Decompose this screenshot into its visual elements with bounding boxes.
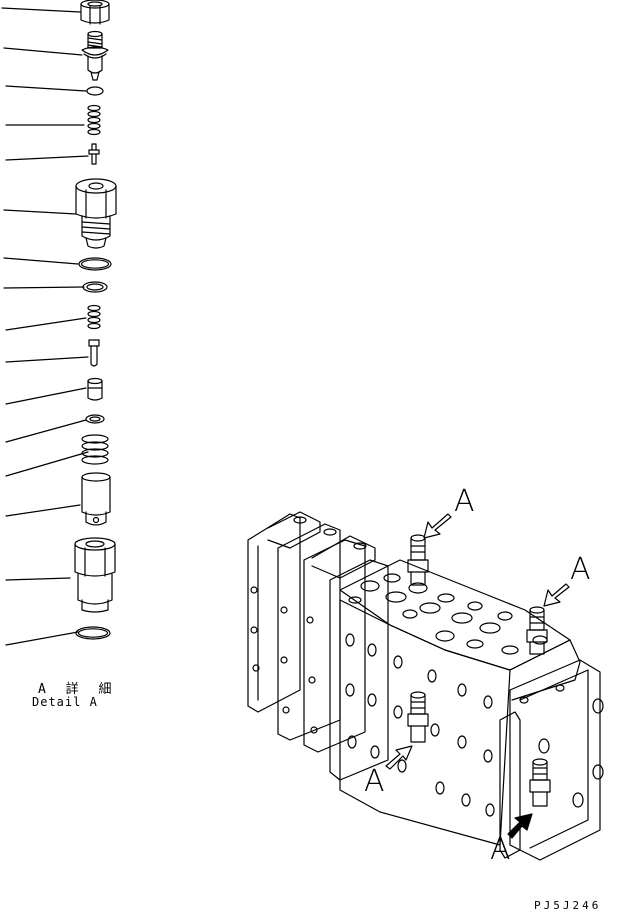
drawing-code: PJ5J246 bbox=[534, 899, 602, 912]
part-pin bbox=[88, 339, 100, 367]
part-large-spring bbox=[81, 434, 109, 465]
arrow-icon bbox=[507, 813, 533, 839]
part-o-ring-large bbox=[78, 257, 112, 271]
cover-bosses bbox=[519, 684, 604, 808]
plate-holes bbox=[250, 516, 367, 734]
view-marker-a-top-center: A bbox=[454, 484, 475, 519]
part-small-o-ring bbox=[86, 86, 104, 96]
leader-lines bbox=[1, 7, 89, 646]
part-backup-ring bbox=[82, 281, 108, 293]
part-small-spring bbox=[87, 104, 101, 136]
top-ports bbox=[348, 573, 548, 655]
part-spring bbox=[87, 304, 101, 330]
front-ports bbox=[345, 633, 495, 817]
part-o-ring-bottom bbox=[75, 626, 111, 640]
arrow-icon bbox=[543, 583, 570, 607]
view-marker-a-front: A bbox=[364, 764, 385, 799]
arrow-icon bbox=[385, 745, 413, 770]
arrow-icon bbox=[423, 513, 452, 539]
view-arrows bbox=[385, 513, 570, 839]
part-washer bbox=[85, 414, 105, 424]
control-valve-assembly bbox=[247, 511, 604, 861]
end-plate-left bbox=[247, 513, 301, 713]
part-threaded-plug bbox=[81, 30, 109, 81]
detail-label-japanese: A 詳 細 bbox=[38, 682, 118, 697]
part-sleeve bbox=[87, 377, 103, 401]
relief-valve-lower-right bbox=[529, 758, 551, 807]
part-piston bbox=[81, 472, 111, 526]
part-hex-nut bbox=[80, 0, 110, 25]
relief-valve-front bbox=[407, 691, 429, 743]
main-block-right bbox=[509, 639, 581, 701]
detail-a-exploded-view bbox=[1, 0, 117, 646]
section-plate-3 bbox=[303, 539, 366, 753]
section-plate-4 bbox=[329, 559, 389, 781]
end-cover-right bbox=[509, 659, 601, 861]
detail-label-english: Detail A bbox=[32, 695, 98, 709]
view-marker-a-top-right: A bbox=[570, 552, 591, 587]
relief-valve-top-center bbox=[407, 534, 429, 586]
part-valve-body-lower bbox=[74, 537, 116, 613]
main-block-front bbox=[339, 599, 511, 846]
view-marker-a-bottom: A bbox=[490, 832, 511, 867]
part-valve-body-upper bbox=[75, 178, 117, 249]
part-poppet-pin bbox=[88, 143, 100, 165]
relief-valve-top-right bbox=[526, 606, 548, 655]
